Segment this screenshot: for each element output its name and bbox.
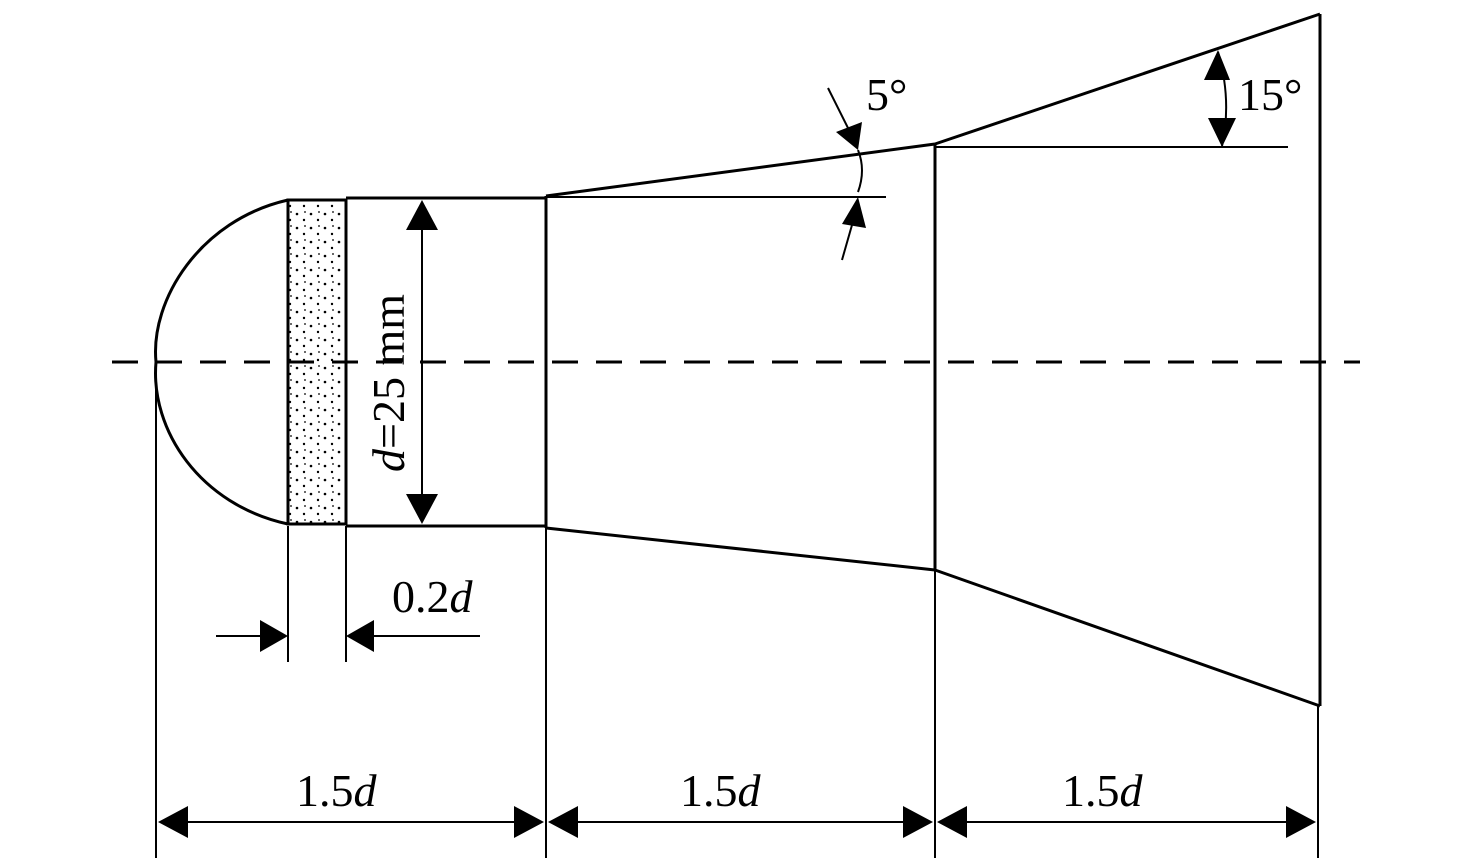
angle-15-label: 15°: [1238, 69, 1302, 120]
cone-5-bottom-edge: [545, 526, 936, 572]
section-3-length-dimension: [937, 806, 1316, 838]
sample-width-label: 0.2d: [392, 571, 474, 622]
cone-5-top-edge: [545, 142, 936, 198]
cone-15-top-edge: [934, 12, 1321, 146]
cone-15-bottom-edge: [934, 568, 1321, 708]
section-2-length-label: 1.5d: [680, 765, 762, 816]
section-1-length-label: 1.5d: [296, 765, 378, 816]
sample-width-dimension: [216, 526, 480, 662]
angle-5-label: 5°: [866, 69, 907, 120]
diameter-label: d=25 mm: [363, 294, 414, 472]
section-1-length-dimension: [158, 806, 544, 838]
angle-5-marker: [827, 87, 866, 261]
diameter-dimension: [406, 200, 438, 524]
section-3-length-label: 1.5d: [1062, 765, 1144, 816]
angle-15-marker: [1204, 50, 1236, 147]
section-2-length-dimension: [548, 806, 933, 838]
sample-band: [286, 198, 348, 526]
